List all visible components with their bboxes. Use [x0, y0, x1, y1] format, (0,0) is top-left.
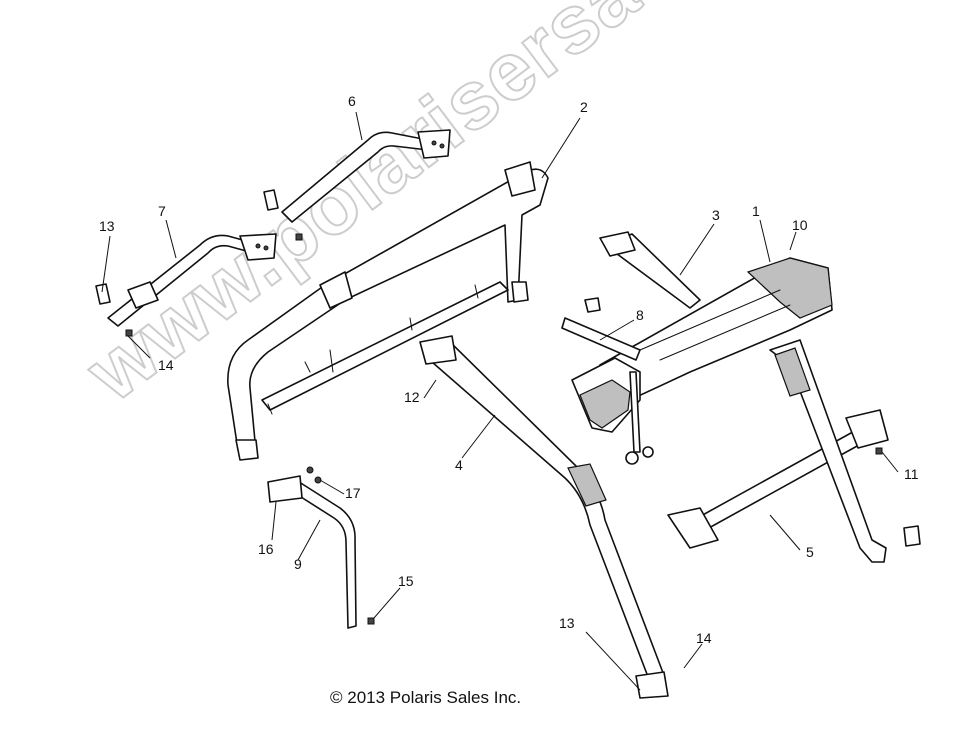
part-4-rear-leg [419, 335, 669, 699]
callout-16: 16 [258, 541, 274, 557]
callout-8: 8 [636, 307, 644, 323]
callout-2: 2 [580, 99, 588, 115]
callout-3: 3 [712, 207, 720, 223]
callout-14-left: 14 [158, 357, 174, 373]
callout-15: 15 [398, 573, 414, 589]
callout-4: 4 [455, 457, 463, 473]
callout-13-top: 13 [99, 218, 115, 234]
callout-14-bottom: 14 [696, 630, 712, 646]
part-6-upper-bar [263, 129, 451, 241]
copyright-notice: © 2013 Polaris Sales Inc. [330, 688, 522, 707]
part-5-lower-cross-bar [667, 339, 921, 563]
leader-lines [101, 111, 899, 691]
callout-17: 17 [345, 485, 361, 501]
callout-labels: 1 2 3 4 5 6 7 8 9 10 11 12 13 13 14 14 1… [99, 93, 919, 646]
callout-7: 7 [158, 203, 166, 219]
callout-1: 1 [752, 203, 760, 219]
part-2-front-hoop [227, 161, 549, 461]
part-3-rear-cross-bar [599, 231, 701, 309]
callout-9: 9 [294, 556, 302, 572]
part-9-side-bar [267, 466, 375, 629]
callout-11: 11 [904, 466, 919, 482]
callout-6: 6 [348, 93, 356, 109]
callout-13-bottom: 13 [559, 615, 575, 631]
part-7-side-bar [95, 233, 277, 337]
callout-10: 10 [792, 217, 808, 233]
part-1-rear-panel [571, 257, 833, 433]
callout-12: 12 [404, 389, 420, 405]
callout-5: 5 [806, 544, 814, 560]
